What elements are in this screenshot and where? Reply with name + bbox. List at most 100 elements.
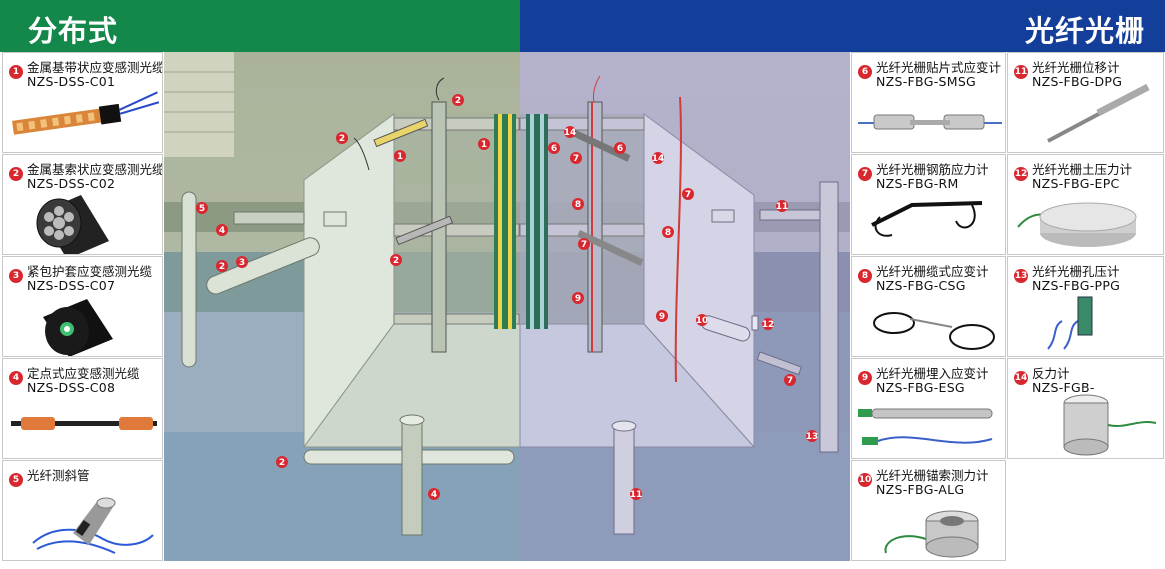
product-number-badge: 2 <box>9 167 23 181</box>
header-right-title: 光纤光栅 <box>1024 14 1145 48</box>
product-name: 光纤光栅位移计 <box>1032 60 1120 75</box>
scene-marker: 5 <box>196 202 208 214</box>
metal-strip-cable-image <box>12 91 160 135</box>
header-fbg: 光纤光栅 <box>520 0 1165 52</box>
scene-marker: 1 <box>478 138 490 150</box>
product-number-badge: 8 <box>858 269 872 283</box>
svg-text:8: 8 <box>665 228 671 238</box>
svg-text:13: 13 <box>806 432 819 442</box>
earth-pressure-cell-image <box>1017 202 1137 247</box>
fixed-point-cable-image <box>11 417 157 430</box>
svg-text:1: 1 <box>481 140 487 150</box>
svg-text:12: 12 <box>762 320 775 330</box>
excavation-diagram: 2 2 1 1 5 4 2 3 2 2 4 14 6 6 14 7 7 8 8 … <box>164 52 850 561</box>
patch-strain-gauge-image <box>858 114 1002 130</box>
product-code: NZS-DSS-C01 <box>27 74 116 89</box>
svg-text:5: 5 <box>199 204 205 214</box>
product-number-badge: 6 <box>858 65 872 79</box>
reaction-gauge-image <box>1063 394 1157 456</box>
product-name: 光纤光栅钢筋应力计 <box>876 162 989 177</box>
scene-marker: 2 <box>336 132 348 144</box>
product-name: 光纤光栅土压力计 <box>1032 162 1133 177</box>
product-name: 反力计 <box>1032 366 1070 381</box>
header-left-title: 分布式 <box>28 14 119 48</box>
scene-marker: 4 <box>216 224 228 236</box>
svg-text:7: 7 <box>573 154 579 164</box>
svg-text:7: 7 <box>787 376 793 386</box>
empty-card <box>1007 460 1164 561</box>
svg-text:14: 14 <box>652 154 665 164</box>
product-card-fbg-alg[interactable]: 10 光纤光栅锚索测力计 NZS-FBG-ALG <box>851 460 1006 561</box>
product-number-badge: 14 <box>1014 371 1028 385</box>
excavation-scene: 2 2 1 1 5 4 2 3 2 2 4 14 6 6 14 7 7 8 8 … <box>164 52 850 561</box>
svg-text:10: 10 <box>696 316 709 326</box>
product-card-fbg-esg[interactable]: 9 光纤光栅埋入应变计 NZS-FBG-ESG <box>851 358 1006 459</box>
scene-marker: 7 <box>784 374 796 386</box>
product-name: 定点式应变感测光缆 <box>27 366 140 381</box>
scene-marker: 2 <box>216 260 228 272</box>
anchor-load-cell-image <box>884 510 979 558</box>
scene-marker: 1 <box>394 150 406 162</box>
scene-marker: 6 <box>548 142 560 154</box>
product-card-reaction-gauge[interactable]: 14 反力计 NZS-FGB- <box>1007 358 1164 459</box>
product-card-fbg-ppg[interactable]: 13 光纤光栅孔压计 NZS-FBG-PPG <box>1007 256 1164 357</box>
scene-marker: 13 <box>806 430 819 442</box>
displacement-gauge-image <box>1047 83 1150 143</box>
product-name: 光纤光栅埋入应变计 <box>876 366 989 381</box>
svg-text:8: 8 <box>575 200 581 210</box>
scene-marker: 8 <box>572 198 584 210</box>
pore-pressure-gauge-image <box>1047 296 1093 350</box>
product-code: NZS-FBG-ALG <box>876 482 965 497</box>
svg-text:11: 11 <box>630 490 643 500</box>
svg-text:4: 4 <box>431 490 437 500</box>
product-number-badge: 13 <box>1014 269 1028 283</box>
product-name: 光纤光栅锚索测力计 <box>876 468 989 483</box>
product-number-badge: 11 <box>1014 65 1028 79</box>
svg-text:2: 2 <box>219 262 225 272</box>
svg-text:4: 4 <box>219 226 225 236</box>
product-number-badge: 9 <box>858 371 872 385</box>
scene-marker: 2 <box>390 254 402 266</box>
product-name: 金属基索状应变感测光缆 <box>27 162 163 177</box>
svg-text:14: 14 <box>564 128 577 138</box>
scene-marker: 4 <box>428 488 440 500</box>
scene-marker: 9 <box>656 310 668 322</box>
product-card-fbg-smsg[interactable]: 6 光纤光栅贴片式应变计 NZS-FBG-SMSG <box>851 52 1006 153</box>
metal-cord-cable-image <box>36 195 109 254</box>
product-code: NZS-FBG-RM <box>876 176 959 191</box>
product-code: NZS-FGB- <box>1032 380 1095 395</box>
svg-text:2: 2 <box>455 96 461 106</box>
svg-text:3: 3 <box>239 258 245 268</box>
scene-marker: 14 <box>564 126 577 138</box>
scene-marker: 7 <box>682 188 694 200</box>
product-name: 光纤光栅孔压计 <box>1032 264 1120 279</box>
product-code: NZS-FBG-PPG <box>1032 278 1121 293</box>
svg-text:2: 2 <box>339 134 345 144</box>
product-number-badge: 5 <box>9 473 23 487</box>
scene-marker: 6 <box>614 142 626 154</box>
scene-marker: 8 <box>662 226 674 238</box>
product-code: NZS-DSS-C08 <box>27 380 116 395</box>
rebar-stress-meter-image <box>871 201 983 237</box>
product-name: 光纤光栅贴片式应变计 <box>876 60 1002 75</box>
product-code: NZS-FBG-SMSG <box>876 74 977 89</box>
product-number-badge: 10 <box>858 473 872 487</box>
svg-text:7: 7 <box>685 190 691 200</box>
product-number-badge: 1 <box>9 65 23 79</box>
product-name: 紧包护套应变感测光缆 <box>27 264 153 279</box>
scene-marker: 3 <box>236 256 248 268</box>
scene-marker: 7 <box>578 238 590 250</box>
product-code: NZS-FBG-ESG <box>876 380 965 395</box>
inclinometer-tube-image <box>32 497 154 554</box>
svg-text:1: 1 <box>397 152 403 162</box>
embedded-strain-gauge-image <box>858 408 993 445</box>
